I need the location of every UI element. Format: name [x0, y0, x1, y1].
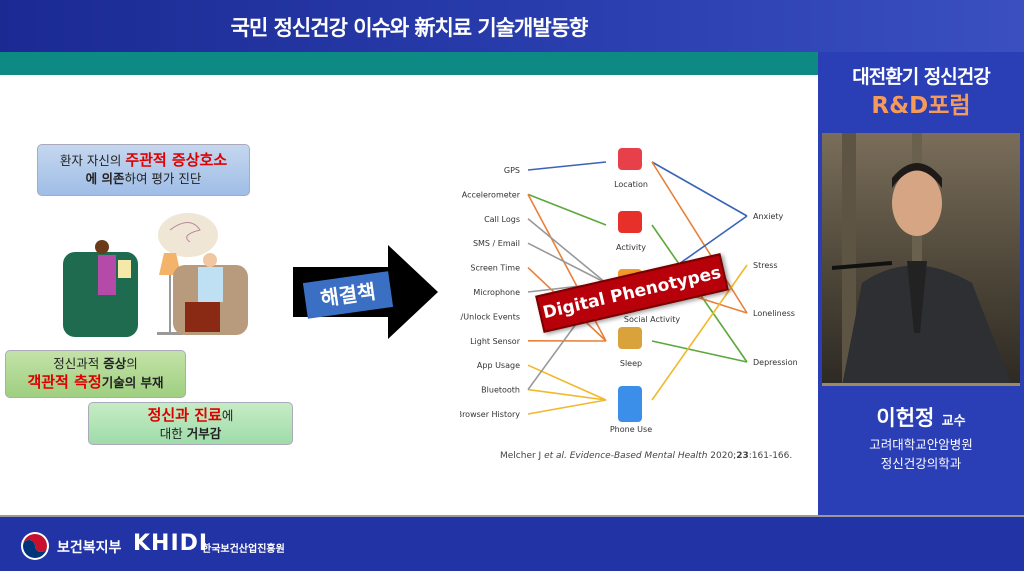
- khidi-name: 한국보건산업진흥원: [202, 544, 285, 555]
- box-text: 기술의 부재: [101, 375, 164, 390]
- speaker-department: 정신건강의학과: [880, 456, 962, 471]
- box-text: 의: [126, 356, 138, 371]
- forum-title: 대전환기 정신건강: [852, 66, 990, 88]
- ministry-name: 보건복지부: [57, 540, 122, 556]
- speaker-video: [822, 133, 1020, 386]
- citation-pages: :161-166.: [748, 451, 793, 461]
- citation: Melcher J et al. Evidence-Based Mental H…: [500, 451, 792, 461]
- forum-subtitle: R&D포럼: [871, 93, 971, 119]
- khidi-logo: KHIDI: [133, 531, 209, 556]
- citation-volume: 23: [736, 451, 749, 461]
- ministry-logo-icon: [21, 532, 49, 560]
- box-highlight: 주관적 증상호소: [125, 151, 228, 169]
- treatment-aversion-box: 정신과 진료에 대한 거부감: [88, 402, 293, 445]
- speaker-name: 이헌정 교수: [818, 402, 1024, 432]
- counseling-illustration: [63, 213, 248, 337]
- box-text: 대한: [159, 426, 187, 441]
- box-text: 환자 자신의: [59, 153, 126, 168]
- box-text: 에 의존: [85, 171, 125, 186]
- citation-authors: Melcher J: [500, 451, 545, 461]
- speaker-title: 교수: [941, 414, 966, 429]
- box-text: 증상: [103, 356, 127, 371]
- footer: 보건복지부 KHIDI 한국보건산업진흥원: [0, 515, 1024, 571]
- citation-journal: et al. Evidence-Based Mental Health: [544, 451, 711, 461]
- presentation-title: 국민 정신건강 이슈와 新치료 기술개발동향: [230, 16, 589, 40]
- slide-header-strip: [0, 52, 818, 75]
- speaker-panel: 대전환기 정신건강 R&D포럼 이헌정 교수 고려대학교안암병원 정신건강의학과: [818, 52, 1024, 515]
- box-highlight: 객관적 측정: [27, 373, 102, 391]
- header-bar: 국민 정신건강 이슈와 新치료 기술개발동향: [0, 0, 1024, 52]
- box-text: 거부감: [186, 426, 222, 441]
- citation-year: 2020;: [710, 451, 737, 461]
- speaker-name-text: 이헌정: [876, 406, 935, 430]
- speaker-affiliation: 고려대학교안암병원: [869, 437, 973, 452]
- objective-measurement-box: 정신과적 증상의 객관적 측정기술의 부재: [5, 350, 186, 398]
- speaker-silhouette: [831, 133, 1011, 383]
- box-text: 정신과적: [53, 356, 104, 371]
- box-highlight: 정신과 진료: [147, 406, 222, 424]
- subjective-diagnosis-box: 환자 자신의 주관적 증상호소 에 의존하여 평가 진단: [37, 144, 250, 196]
- box-text: 에: [221, 408, 234, 423]
- box-text: 하여 평가 진단: [124, 171, 202, 186]
